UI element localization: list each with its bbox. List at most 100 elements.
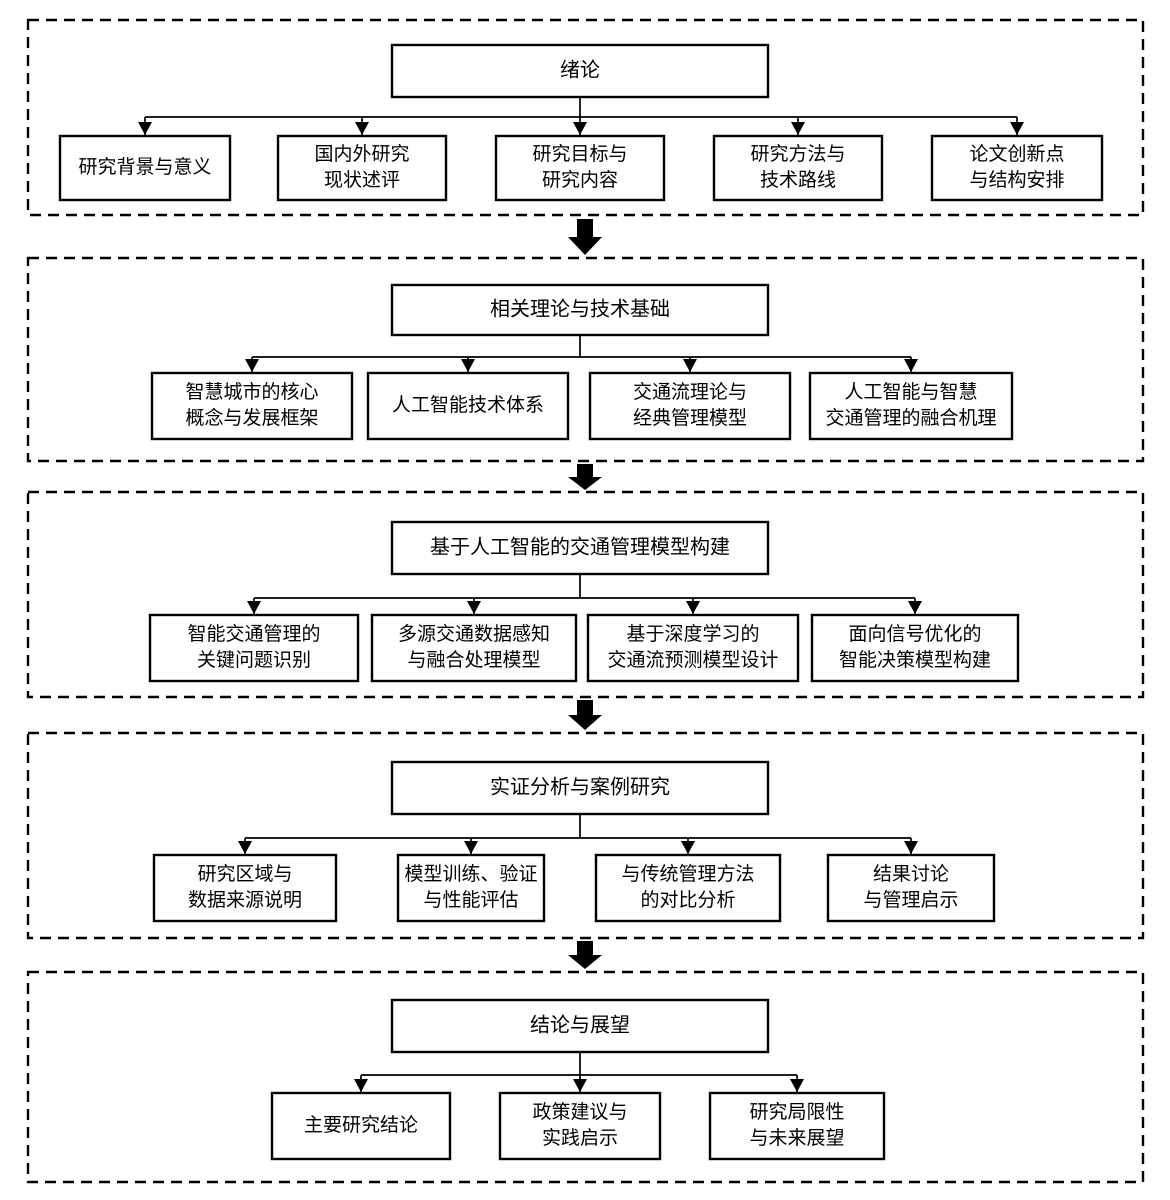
- section-flow-arrow-icon: [568, 941, 602, 969]
- text-line: 交通管理的融合机理: [825, 407, 996, 429]
- section-title-label: 实证分析与案例研究: [490, 775, 670, 798]
- node-box[interactable]: [396, 853, 546, 923]
- text-line: 概念与发展框架: [185, 406, 318, 429]
- section-frame: [26, 731, 1145, 940]
- node-box[interactable]: [150, 371, 354, 441]
- section-frame: [26, 18, 1145, 217]
- section-frame: [26, 490, 1145, 699]
- arrow-head-icon: [467, 601, 481, 614]
- text-line: 与管理启示: [863, 889, 958, 911]
- arrow-head-icon: [1010, 122, 1024, 135]
- node-label: 人工智能技术体系: [392, 394, 544, 416]
- section-title-box[interactable]: [390, 283, 770, 337]
- text-line: 主要研究结论: [304, 1114, 418, 1136]
- section-flow-arrow-icon: [568, 700, 602, 730]
- text-line: 智慧城市的核心: [185, 381, 318, 403]
- text-line: 政策建议与: [532, 1101, 627, 1123]
- text-line: 基于人工智能的交通管理模型构建: [430, 535, 730, 558]
- arrow-head-icon: [908, 601, 922, 614]
- node-label: 主要研究结论: [304, 1114, 418, 1136]
- text-line: 研究区域与: [197, 863, 292, 885]
- section-4: 实证分析与案例研究研究区域与数据来源说明模型训练、验证与性能评估与传统管理方法的…: [26, 731, 1145, 940]
- node-box[interactable]: [270, 1091, 452, 1161]
- arrow-head-icon: [904, 359, 918, 372]
- node-box[interactable]: [712, 134, 884, 202]
- node-box[interactable]: [152, 853, 338, 923]
- node-box[interactable]: [494, 134, 666, 202]
- node-box[interactable]: [276, 134, 448, 202]
- text-line: 绪论: [560, 58, 600, 81]
- node-box[interactable]: [586, 613, 800, 683]
- node-box[interactable]: [58, 134, 232, 202]
- text-line: 与结构安排: [969, 169, 1064, 191]
- arrow-head-icon: [461, 359, 475, 372]
- section-title-box[interactable]: [390, 760, 770, 816]
- text-line: 研究背景与意义: [78, 156, 211, 178]
- text-line: 研究方法与: [750, 143, 845, 165]
- text-line: 研究内容: [542, 169, 618, 191]
- text-line: 智能决策模型构建: [839, 649, 991, 671]
- node-box[interactable]: [366, 371, 570, 441]
- section-frame: [26, 970, 1145, 1184]
- section-title-box[interactable]: [390, 43, 770, 99]
- node-box[interactable]: [498, 1091, 662, 1161]
- section-title-box[interactable]: [390, 520, 770, 576]
- section-flow-arrow-icon: [568, 219, 602, 255]
- arrow-head-icon: [245, 359, 259, 372]
- text-line: 现状述评: [324, 169, 400, 191]
- text-line: 基于深度学习的: [626, 623, 759, 645]
- section-title-label: 结论与展望: [530, 1013, 630, 1036]
- text-line: 智能交通管理的: [187, 623, 320, 645]
- arrow-head-icon: [790, 1079, 804, 1092]
- text-line: 与未来展望: [749, 1127, 844, 1149]
- text-line: 与融合处理模型: [407, 649, 540, 671]
- arrow-head-icon: [355, 122, 369, 135]
- text-line: 的对比分析: [640, 889, 735, 911]
- text-line: 研究目标与: [532, 143, 627, 165]
- text-line: 论文创新点: [969, 143, 1064, 165]
- text-line: 国内外研究: [314, 143, 409, 165]
- node-box[interactable]: [826, 853, 996, 923]
- text-line: 结论与展望: [530, 1013, 630, 1036]
- arrow-head-icon: [683, 359, 697, 372]
- text-line: 人工智能技术体系: [392, 394, 544, 416]
- node-box[interactable]: [808, 371, 1014, 441]
- arrow-head-icon: [573, 1079, 587, 1092]
- node-box[interactable]: [930, 134, 1104, 202]
- node-box[interactable]: [588, 371, 792, 441]
- node-box[interactable]: [148, 613, 360, 683]
- text-line: 关键问题识别: [197, 649, 311, 671]
- arrow-head-icon: [681, 841, 695, 854]
- text-line: 面向信号优化的: [848, 623, 981, 645]
- node-box[interactable]: [594, 853, 782, 923]
- arrow-head-icon: [904, 841, 918, 854]
- text-line: 技术路线: [760, 169, 836, 191]
- node-box[interactable]: [708, 1091, 886, 1161]
- text-line: 与传统管理方法: [621, 863, 754, 885]
- text-line: 与性能评估: [423, 889, 518, 911]
- arrow-head-icon: [686, 601, 700, 614]
- arrow-head-icon: [573, 122, 587, 135]
- section-title-label: 相关理论与技术基础: [490, 297, 670, 320]
- text-line: 交通流预测模型设计: [607, 649, 778, 671]
- node-box[interactable]: [370, 613, 578, 683]
- text-line: 交通流理论与: [633, 381, 747, 403]
- node-box[interactable]: [810, 613, 1020, 683]
